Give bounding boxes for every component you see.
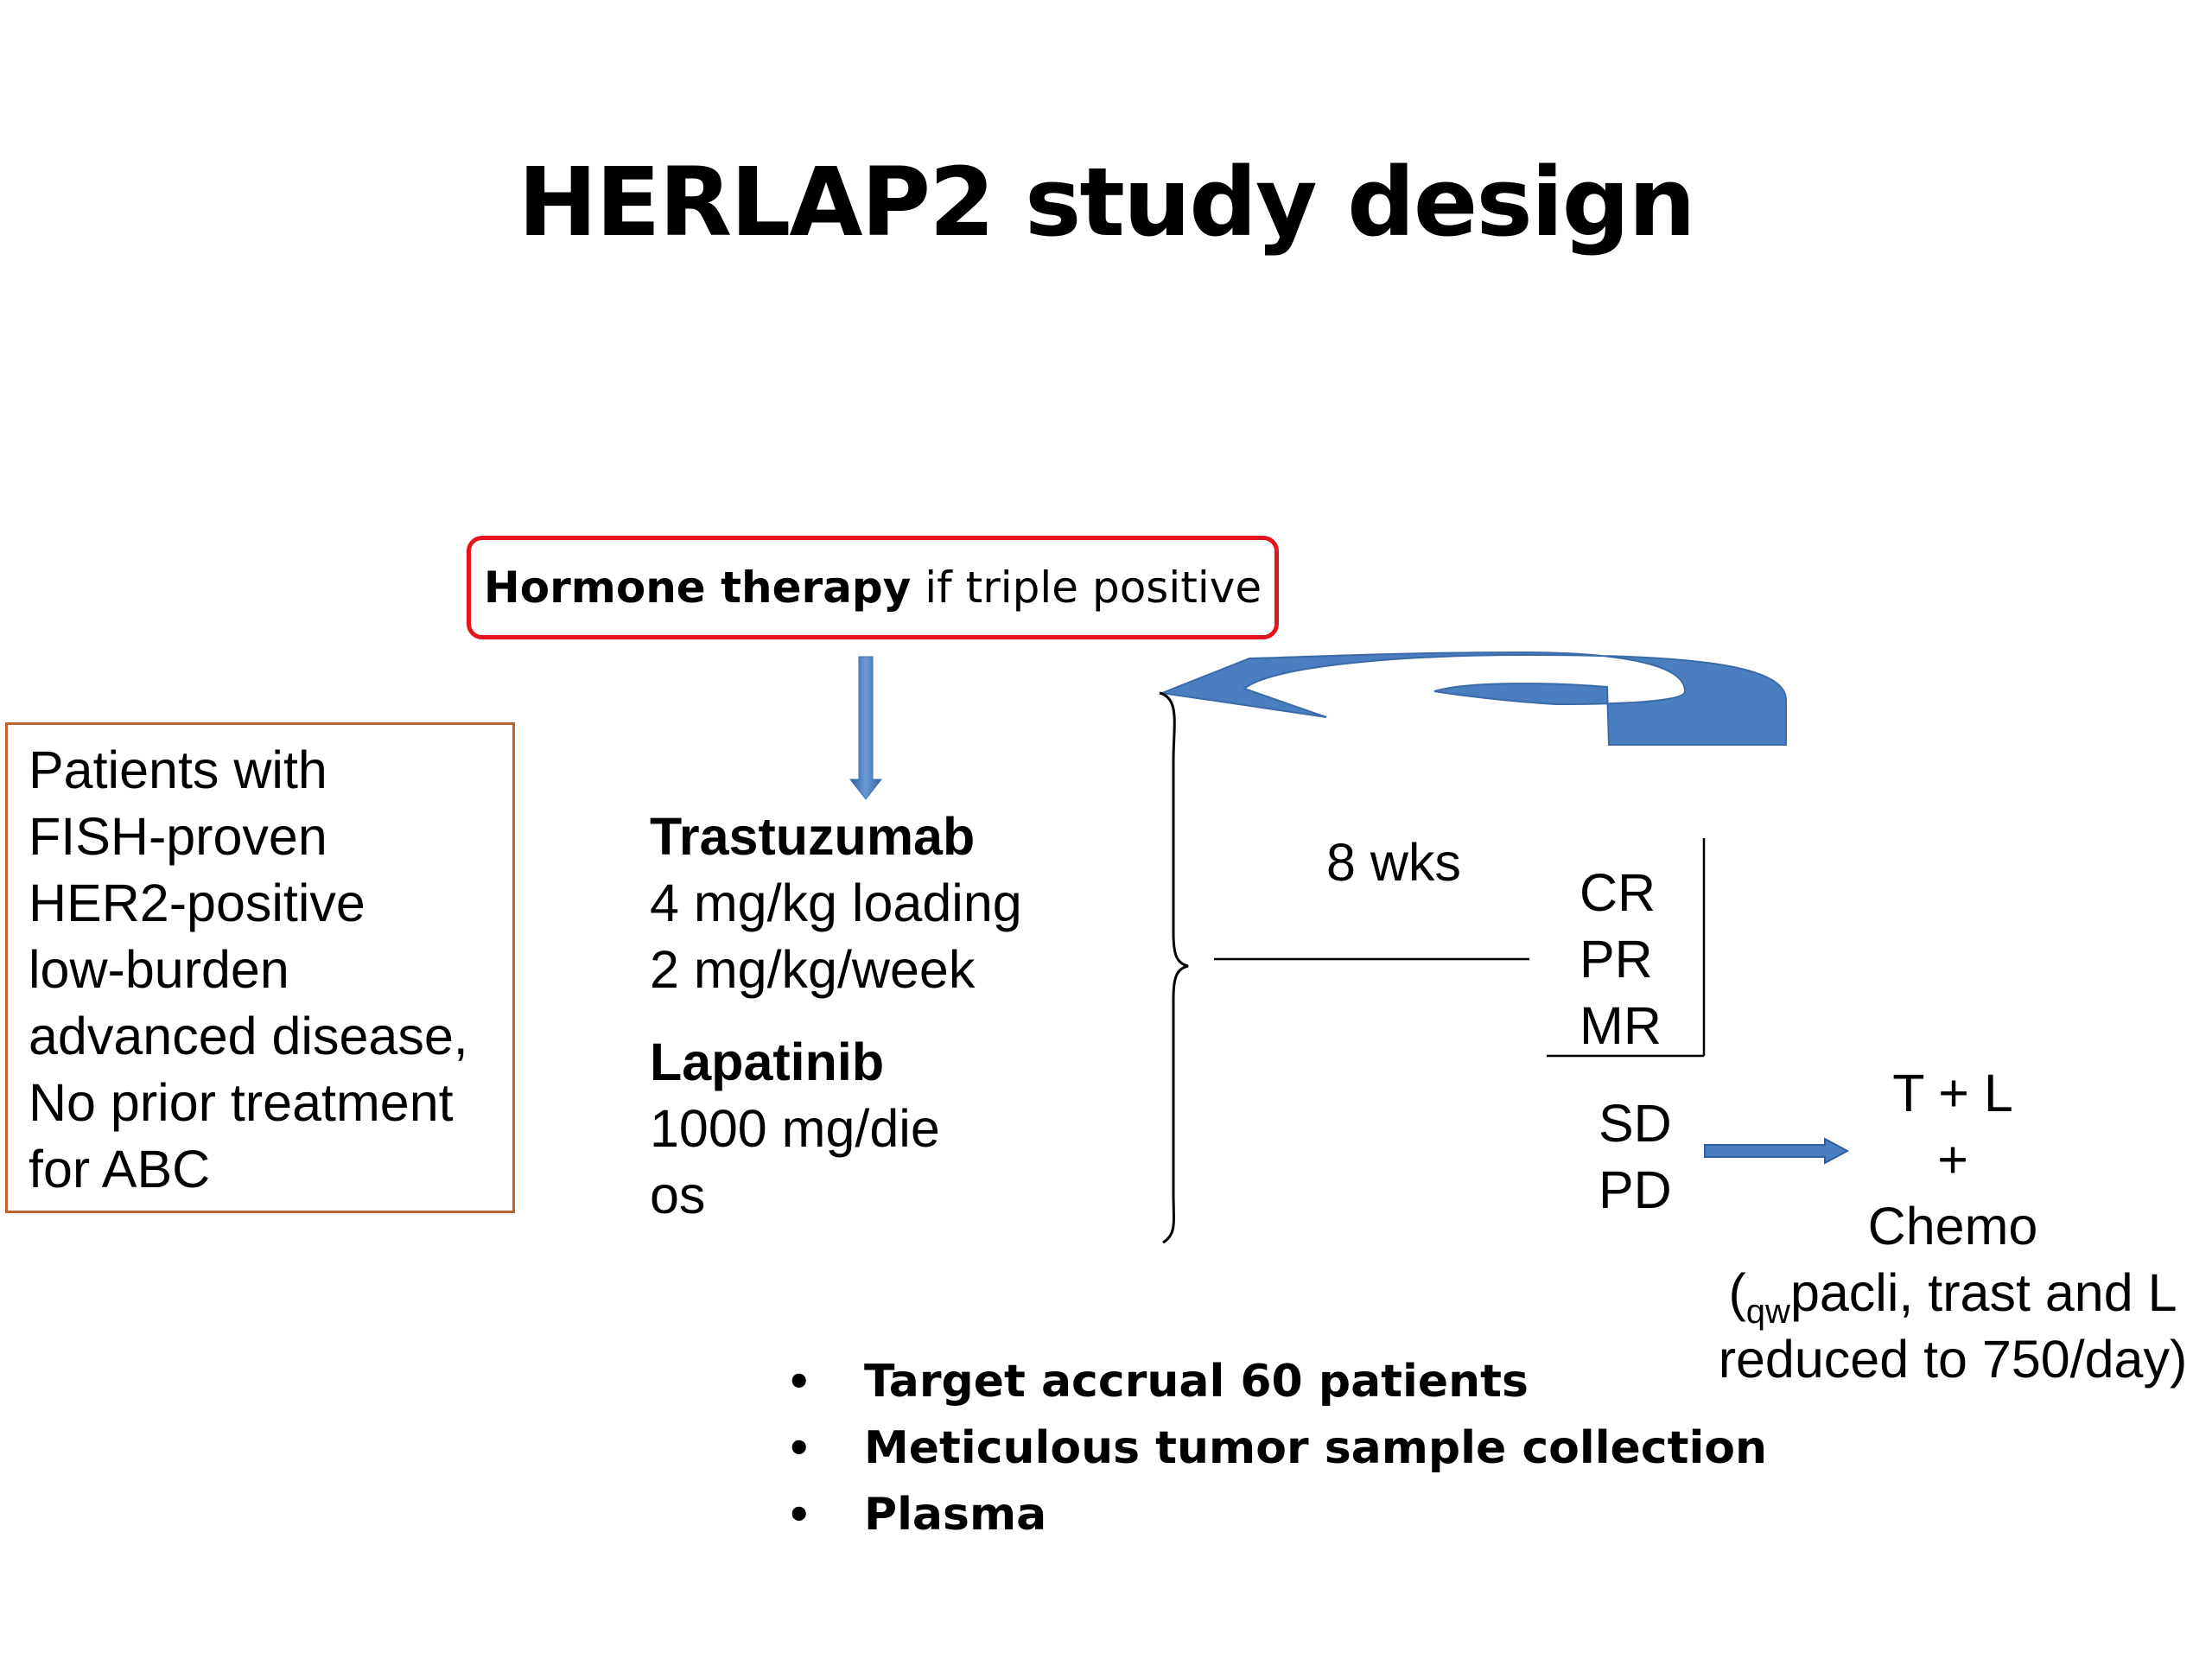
drug-trastuzumab-dose: 4 mg/kg loading	[650, 874, 1022, 932]
bullet-item: •Plasma	[786, 1488, 1047, 1541]
patients-line: low-burden	[29, 940, 289, 999]
hormone-therapy-condition: if triple positive	[925, 563, 1262, 613]
regimen-line: T + L	[1892, 1064, 2013, 1122]
responses-continue: CR PR MR	[1580, 860, 1662, 1059]
bullet-item: •Target accrual 60 patients	[786, 1355, 1529, 1408]
bullet-item: •Meticulous tumor sample collection	[786, 1421, 1768, 1474]
response-cr: CR	[1580, 863, 1656, 922]
regimen-line: (qwpacli, trast and L	[1728, 1263, 2177, 1331]
patients-line: advanced disease,	[29, 1007, 468, 1065]
drug-trastuzumab-name: Trastuzumab	[650, 807, 976, 866]
hormone-therapy-box: Hormone therapy if triple positive	[467, 536, 1279, 639]
regimen-line: +	[1937, 1130, 1968, 1189]
bullet-list: •Target accrual 60 patients •Meticulous …	[786, 1348, 1767, 1548]
patients-line: No prior treatment	[29, 1073, 454, 1132]
down-arrow-icon	[849, 656, 883, 800]
drug-lapatinib-name: Lapatinib	[650, 1033, 885, 1091]
brace-icon	[1159, 691, 1189, 1244]
regimen-qw-subscript: qw	[1745, 1293, 1790, 1331]
duration-label: 8 wks	[1326, 833, 1461, 892]
switch-regimen: T + L + Chemo (qwpacli, trast and L redu…	[1685, 1060, 2212, 1393]
patients-line: FISH-proven	[29, 807, 327, 866]
treatment-block: Trastuzumab 4 mg/kg loading 2 mg/kg/week…	[650, 804, 1022, 1229]
page-title: HERLAP2 study design	[518, 147, 1695, 257]
patients-line: for ABC	[29, 1140, 211, 1198]
patients-line: HER2-positive	[29, 874, 365, 932]
patients-line: Patients with	[29, 741, 327, 799]
response-pr: PR	[1580, 930, 1653, 988]
patients-box: Patients with FISH-proven HER2-positive …	[5, 722, 515, 1213]
response-mr: MR	[1580, 996, 1662, 1055]
responses-switch: SD PD	[1599, 1090, 1672, 1224]
regimen-line: Chemo	[1867, 1197, 2038, 1255]
drug-trastuzumab-dose: 2 mg/kg/week	[650, 940, 976, 999]
response-pd: PD	[1599, 1160, 1672, 1219]
response-sd: SD	[1599, 1094, 1672, 1153]
loop-back-arrow-icon	[1159, 651, 1787, 746]
right-arrow-icon	[1704, 1137, 1850, 1165]
hormone-therapy-label: Hormone therapy	[483, 563, 912, 613]
regimen-line: reduced to 750/day)	[1718, 1330, 2188, 1389]
drug-lapatinib-dose: 1000 mg/die	[650, 1099, 940, 1158]
drug-lapatinib-dose: os	[650, 1166, 706, 1224]
